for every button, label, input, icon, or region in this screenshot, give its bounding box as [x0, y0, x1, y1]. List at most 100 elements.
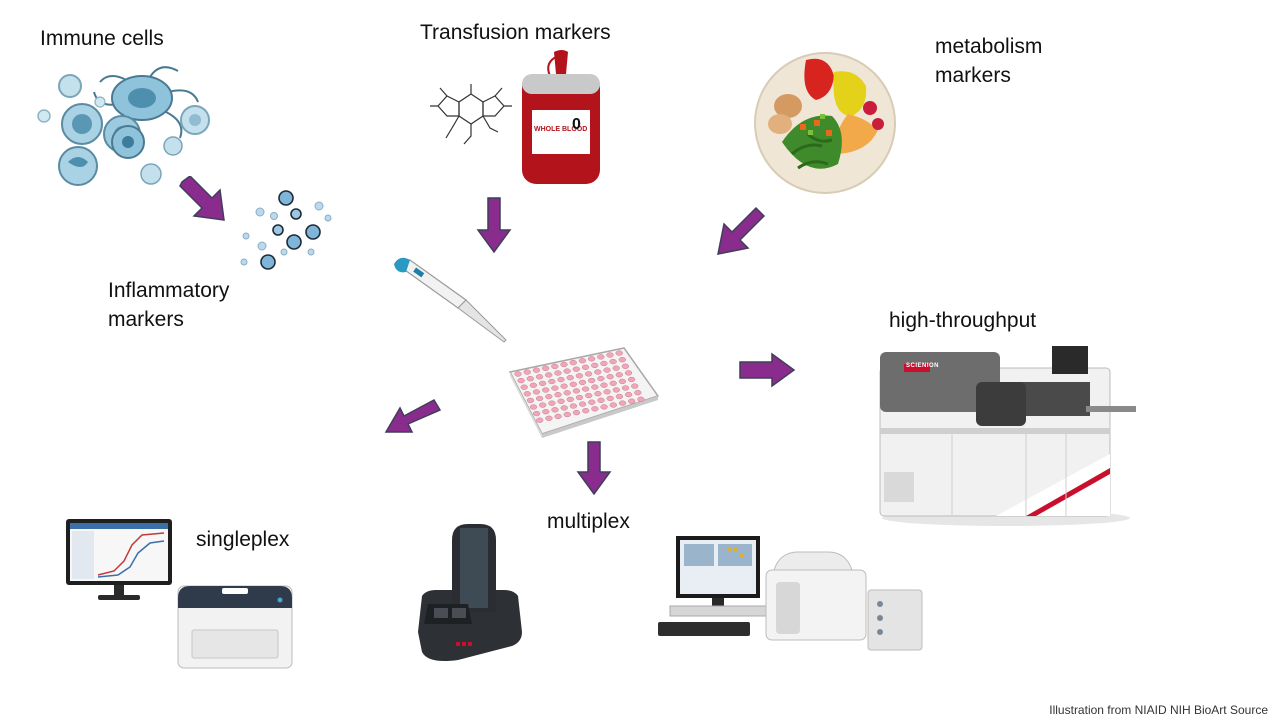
- heme-molecule-illustration: [428, 80, 514, 152]
- plate-well: [609, 358, 617, 365]
- plate-well: [578, 358, 587, 364]
- arrow-transfusion-down: [476, 197, 512, 254]
- plate-well: [523, 369, 531, 375]
- plate-well: [587, 356, 596, 362]
- plate-well: [560, 405, 568, 411]
- plate-well: [572, 366, 580, 372]
- plate-well: [581, 386, 590, 392]
- plate-well: [548, 400, 556, 406]
- plate-well: [600, 404, 608, 410]
- plate-well: [529, 404, 538, 410]
- label-multiplex: multiplex: [547, 510, 630, 533]
- plate-well: [591, 362, 599, 369]
- plate-well: [563, 390, 571, 396]
- plate-well: [542, 387, 550, 393]
- inflammatory-markers-illustration: [236, 186, 336, 272]
- plate-well: [603, 367, 611, 373]
- plate-well: [618, 378, 627, 385]
- label-inflammatory-markers: Inflammatory markers: [108, 279, 230, 331]
- arrow-to-multiplex: [576, 441, 612, 496]
- plate-well: [526, 397, 535, 404]
- plate-well: [606, 352, 614, 358]
- plate-well: [597, 397, 605, 403]
- plate-well: [584, 371, 593, 377]
- plate-well: [535, 374, 544, 380]
- plate-well: [615, 372, 623, 378]
- plate-well: [637, 396, 645, 402]
- plate-well: [634, 390, 642, 396]
- plate-well: [569, 359, 577, 366]
- immune-cells-illustration: [30, 62, 220, 192]
- plate-well: [591, 384, 599, 390]
- well-plate-illustration: [506, 344, 662, 440]
- blood-bag-group-label: 0: [572, 116, 581, 133]
- plate-well: [618, 400, 627, 406]
- multiplex-device-illustration: [408, 520, 524, 662]
- plate-well: [526, 376, 534, 382]
- blood-bag-illustration: WHOLE BLOOD 0: [518, 50, 604, 194]
- plate-well: [529, 382, 538, 388]
- plate-well: [575, 373, 584, 379]
- plate-well: [594, 391, 602, 397]
- plate-well: [609, 402, 617, 408]
- plate-well: [591, 406, 599, 412]
- plate-well: [606, 395, 614, 402]
- plate-well: [545, 393, 553, 400]
- plate-well: [578, 379, 587, 386]
- arrow-to-high-throughput: [739, 352, 796, 388]
- plate-well: [582, 408, 590, 414]
- plate-well: [551, 407, 559, 413]
- plate-well: [532, 367, 541, 373]
- plate-well: [532, 389, 541, 395]
- blood-bag-type-label: WHOLE BLOOD: [534, 126, 588, 133]
- plate-well: [560, 361, 568, 368]
- plate-well: [588, 377, 596, 384]
- plate-well: [572, 409, 581, 416]
- plate-well: [597, 375, 605, 382]
- plate-well: [624, 370, 633, 376]
- label-metabolism-markers: metabolism markers: [935, 35, 1043, 87]
- plate-well: [557, 398, 565, 404]
- plate-well: [594, 369, 602, 375]
- plate-well: [548, 378, 556, 385]
- plate-well: [578, 401, 587, 407]
- plate-well: [514, 371, 522, 377]
- high-throughput-analyzer-illustration: SCIENION: [876, 342, 1138, 526]
- plate-well: [588, 399, 596, 405]
- plate-well: [566, 375, 574, 381]
- plate-well: [618, 357, 626, 363]
- pipette-illustration: [392, 254, 508, 346]
- plate-well: [517, 377, 525, 384]
- plate-well: [523, 391, 531, 397]
- plate-well: [628, 398, 636, 404]
- plate-well: [581, 364, 590, 370]
- plate-well: [560, 383, 568, 389]
- label-high-throughput: high-throughput: [889, 309, 1037, 332]
- plate-well: [554, 392, 562, 398]
- plate-well: [542, 409, 550, 415]
- plate-well: [600, 382, 608, 388]
- image-credit: Illustration from NIAID NIH BioArt Sourc…: [1049, 703, 1268, 717]
- arrow-metabolism-to-center: [717, 206, 766, 255]
- label-singleplex: singleplex: [196, 528, 290, 551]
- plate-well: [597, 354, 605, 360]
- label-transfusion-markers: Transfusion markers: [420, 21, 611, 44]
- plate-well: [541, 365, 550, 371]
- plate-well: [539, 402, 547, 408]
- plate-well: [563, 368, 571, 374]
- plate-well: [569, 381, 577, 387]
- plate-well: [621, 385, 630, 391]
- plate-wells: [514, 350, 645, 423]
- plate-well: [545, 415, 553, 421]
- plate-well: [536, 417, 544, 423]
- plate-well: [624, 391, 633, 398]
- analyzer-brand-label: SCIENION: [906, 363, 940, 369]
- plate-well: [631, 383, 639, 389]
- singleplex-monitor-illustration: [64, 517, 176, 603]
- plate-well: [612, 387, 620, 393]
- plate-well: [557, 376, 565, 383]
- food-plate-illustration: [752, 50, 898, 196]
- plate-well: [535, 395, 544, 402]
- plate-well: [603, 389, 611, 395]
- plate-well: [569, 403, 578, 409]
